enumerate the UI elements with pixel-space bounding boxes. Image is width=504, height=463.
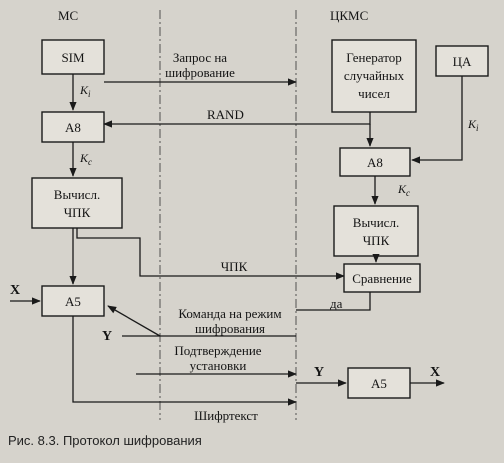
a5-output-line — [72, 316, 297, 406]
mode-command-arrow — [107, 305, 161, 337]
calc-chpk-left-block — [31, 177, 123, 229]
confirm-line2: установки — [190, 358, 247, 373]
generator-line1: Генератор — [346, 50, 401, 65]
x-input-label: X — [10, 283, 20, 298]
calc-right-line2: ЧПК — [363, 233, 390, 248]
a8-left-block — [41, 111, 105, 143]
ms-header: МС — [58, 8, 78, 23]
confirm-line1: Подтверждение — [174, 343, 261, 358]
a8-left-label: A8 — [65, 120, 81, 135]
calc-right-line1: Вычисл. — [353, 215, 399, 230]
generator-block — [331, 39, 417, 113]
compare-block — [343, 263, 421, 293]
a8-right-label: A8 — [367, 155, 383, 170]
request-line2: шифрование — [165, 65, 235, 80]
calc-chpk-right-block — [333, 205, 419, 257]
ciphertext-label: Шифртекст — [194, 408, 258, 423]
calc-left-line2: ЧПК — [64, 205, 91, 220]
protocol-diagram: МС ЦКМС SIM Ki A8 Kc Вычисл. ЧПК A5 X Y … — [10, 8, 489, 423]
ki-right-label: Ki — [467, 117, 479, 133]
rand-label: RAND — [207, 107, 244, 122]
ckms-header: ЦКМС — [330, 8, 368, 23]
sim-label: SIM — [61, 50, 85, 65]
ca-label: ЦА — [453, 54, 472, 69]
mode-command-line2: шифрования — [195, 321, 265, 336]
request-line1: Запрос на — [173, 50, 227, 65]
ca-to-a8-arrow — [411, 76, 463, 164]
x-output-label: X — [430, 365, 440, 380]
kc-right-label: Kc — [397, 182, 410, 198]
a5-right-block — [347, 367, 411, 399]
a5-left-label: A5 — [65, 294, 81, 309]
calc-left-line1: Вычисл. — [54, 187, 100, 202]
sim-block — [41, 39, 105, 75]
a5-left-block — [41, 285, 105, 317]
ki-left-label: Ki — [79, 83, 91, 99]
chpk-label: ЧПК — [221, 259, 248, 274]
y-right-label: Y — [314, 365, 324, 380]
mode-command-line1: Команда на режим — [178, 306, 281, 321]
chpk-arrow — [76, 228, 345, 280]
compare-yes-line — [296, 292, 371, 311]
compare-label: Сравнение — [352, 271, 412, 286]
y-left-label: Y — [102, 329, 112, 344]
figure-caption: Рис. 8.3. Протокол шифрования — [8, 433, 202, 448]
generator-line2: случайных — [344, 68, 405, 83]
a5-right-label: A5 — [371, 376, 387, 391]
yes-label: да — [330, 296, 343, 311]
generator-line3: чисел — [358, 86, 390, 101]
kc-left-label: Kc — [79, 151, 92, 167]
